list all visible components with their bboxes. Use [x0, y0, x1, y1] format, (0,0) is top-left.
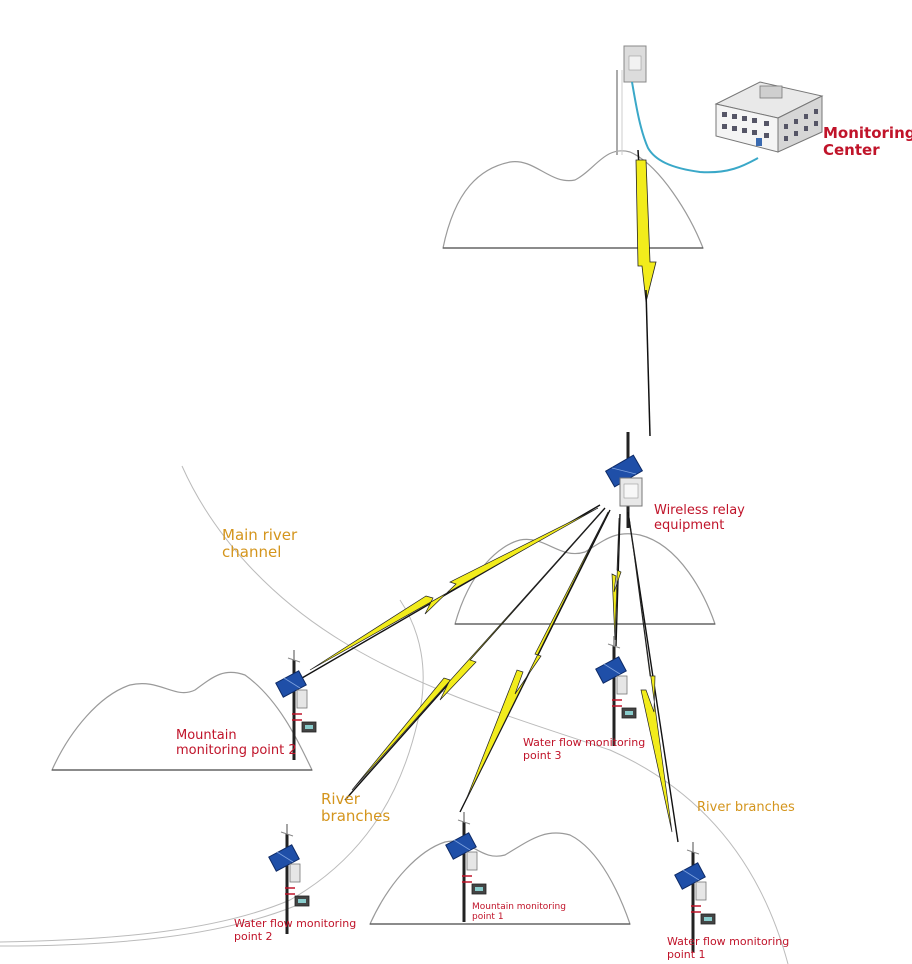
- water-point-2-label: Water flow monitoring point 2: [234, 917, 357, 943]
- mountain-point-1-label: Mountain monitoring point 1: [472, 902, 566, 923]
- mountain-point-2-label: Mountain monitoring point 2: [176, 728, 297, 759]
- monitoring-center-label-l2: Center: [823, 141, 880, 160]
- relay-label-l2: equipment: [654, 517, 725, 533]
- station-water-3: [594, 634, 638, 748]
- river-branches-left-label: River branches: [321, 790, 391, 826]
- water-point-1-label-l2: point 1: [667, 947, 706, 961]
- top-antenna-tower: [616, 45, 647, 155]
- water-point-2-label-l2: point 2: [234, 929, 273, 943]
- water-point-2-label-l1: Water flow monitoring: [234, 917, 357, 930]
- river-branch-left-line: [0, 599, 424, 943]
- river-branches-left-label-l2: branches: [321, 807, 391, 826]
- relay-label: Wireless relay equipment: [654, 503, 745, 534]
- mountain-bottom: [369, 832, 631, 925]
- river-branch-left-line-2: [0, 905, 296, 947]
- monitoring-center-label: Monitoring Center: [823, 124, 912, 160]
- river-branches-right-label-l1: River branches: [697, 800, 795, 815]
- monitoring-center-building: [714, 81, 824, 153]
- river-branches-right-label: River branches: [697, 800, 795, 816]
- wireless-links-relay: [301, 504, 679, 843]
- mountain-point-1-label-l2: point 1: [472, 912, 504, 923]
- relay-tower: [604, 432, 644, 528]
- mountain-relay: [454, 533, 716, 625]
- water-point-3-label-l1: Water flow monitoring: [523, 736, 646, 749]
- water-point-1-label-l1: Water flow monitoring: [667, 935, 790, 948]
- cable-to-center: [631, 81, 759, 174]
- main-river-label-l2: channel: [222, 543, 282, 562]
- mountain-point-1-label-l1: Mountain monitoring: [472, 902, 566, 912]
- water-point-3-label: Water flow monitoring point 3: [523, 736, 646, 762]
- main-river-label-l1: Main river: [222, 526, 298, 544]
- water-point-1-label: Water flow monitoring point 1: [667, 935, 790, 961]
- water-point-3-label-l2: point 3: [523, 748, 562, 762]
- mountain-top: [442, 150, 704, 249]
- mountain-point-2-label-l1: Mountain: [176, 728, 237, 743]
- monitoring-center-label-l1: Monitoring: [823, 124, 912, 142]
- main-river-line: [181, 465, 789, 964]
- mountain-point-2-label-l2: monitoring point 2: [176, 742, 297, 758]
- relay-label-l1: Wireless relay: [654, 503, 745, 518]
- mountain-left: [51, 671, 313, 771]
- main-river-label: Main river channel: [222, 526, 298, 562]
- river-branches-left-label-l1: River: [321, 790, 360, 808]
- wireless-link-top: [635, 149, 657, 437]
